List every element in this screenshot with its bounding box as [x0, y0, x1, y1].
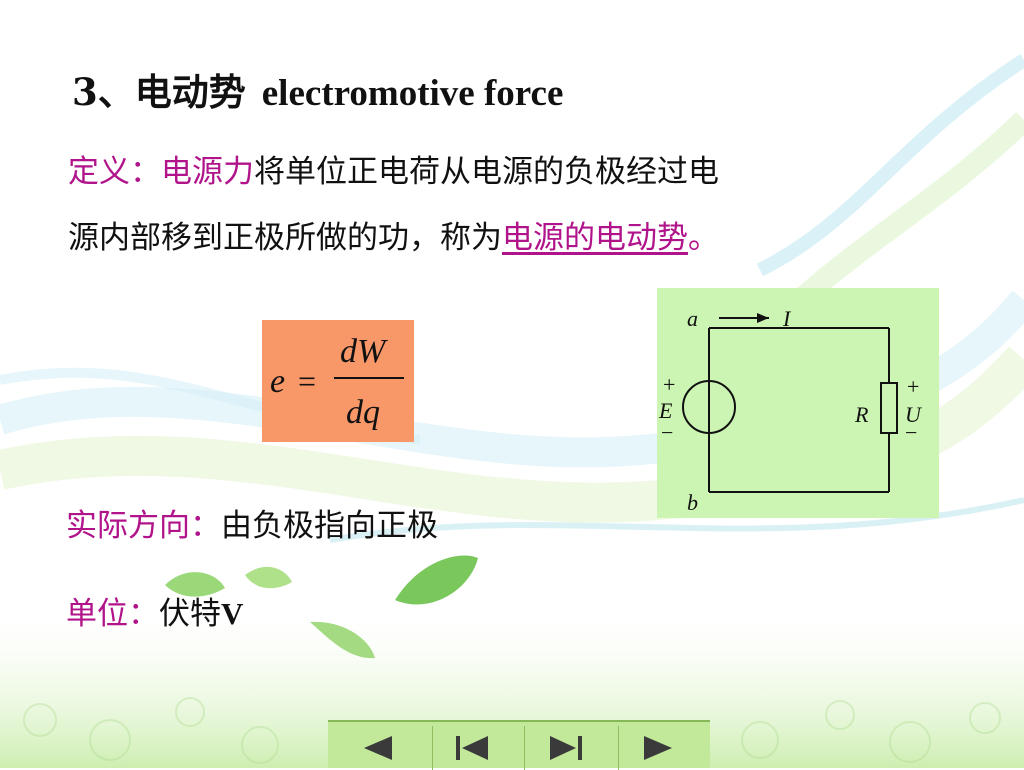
first-slide-button[interactable]: [434, 728, 510, 768]
title-number: 3、电动势: [72, 70, 246, 114]
voltage-label: U: [905, 402, 923, 427]
node-b-label: b: [687, 490, 698, 515]
triangle-right-icon: [644, 736, 672, 760]
definition-text-1: 将单位正电荷从电源的负极经过电: [254, 154, 719, 190]
last-slide-button[interactable]: [528, 728, 604, 768]
slide-title: 3、电动势 electromotive force: [72, 62, 563, 116]
unit-label: 单位：: [66, 596, 159, 632]
skip-last-icon: [550, 736, 582, 760]
formula-denominator: dq: [346, 394, 380, 431]
emf-formula: e = dW dq: [262, 320, 414, 442]
voltage-plus: +: [907, 374, 919, 399]
node-a-label: a: [687, 306, 698, 331]
source-label: E: [658, 398, 673, 423]
definition-end: 。: [688, 220, 719, 256]
slide-navigation: [328, 720, 710, 770]
direction-text: 由负极指向正极: [221, 508, 438, 544]
current-label: I: [782, 306, 792, 331]
direction-line: 实际方向：由负极指向正极: [66, 506, 438, 546]
definition-term: 电源力: [161, 154, 254, 190]
source-plus: +: [663, 372, 675, 397]
circuit-diagram: a I b E R U + − + −: [657, 288, 939, 518]
nav-divider: [432, 726, 433, 770]
triangle-left-icon: [364, 736, 392, 760]
definition-line-2: 源内部移到正极所做的功，称为电源的电动势。: [68, 218, 719, 258]
resistor-icon: [880, 382, 898, 434]
formula-equals: =: [298, 363, 316, 399]
definition-text-2: 源内部移到正极所做的功，称为: [68, 220, 502, 256]
source-minus: −: [661, 420, 673, 445]
unit-text: 伏特: [159, 596, 221, 632]
direction-label: 实际方向：: [66, 508, 221, 544]
formula-lhs: e: [270, 363, 285, 400]
title-english: electromotive force: [261, 73, 564, 114]
unit-symbol: V: [221, 596, 244, 631]
arrow-head: [757, 313, 769, 323]
emf-link[interactable]: 电源的电动势: [502, 220, 688, 256]
skip-first-icon: [456, 736, 488, 760]
resistor-label: R: [854, 402, 869, 427]
unit-line: 单位：伏特V: [66, 594, 243, 634]
previous-button[interactable]: [340, 728, 416, 768]
definition-label: 定义：: [68, 154, 161, 190]
formula-numerator: dW: [340, 333, 388, 370]
nav-divider: [524, 726, 525, 770]
nav-divider: [618, 726, 619, 770]
definition-line-1: 定义：电源力将单位正电荷从电源的负极经过电: [68, 152, 719, 192]
next-button[interactable]: [620, 728, 696, 768]
voltage-minus: −: [905, 420, 917, 445]
